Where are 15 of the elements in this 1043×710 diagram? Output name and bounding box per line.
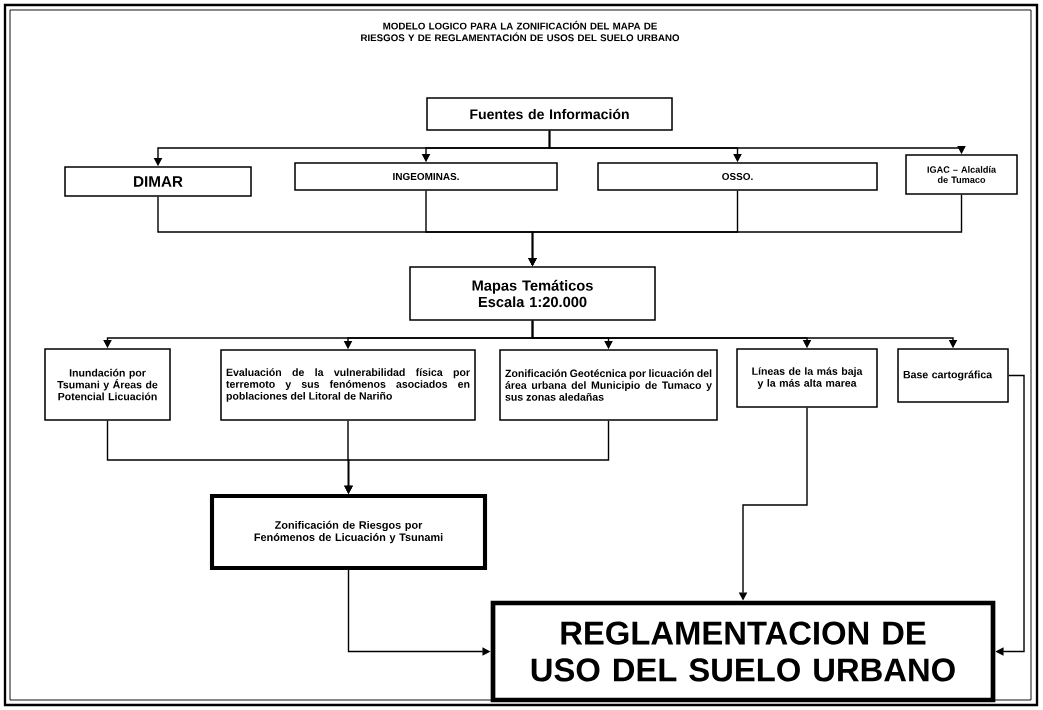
arrow: [344, 420, 610, 494]
process-box: Base cartográfica: [897, 348, 1009, 403]
process-box: Evaluación de la vulnerabilidad física por terremoto y sus fenómenos asociados en poblaciones del Litoral de Nariño: [220, 349, 476, 421]
process-box: Fuentes de Información: [426, 97, 673, 131]
process-box: Líneas de la más baja y la más alta marea: [736, 348, 878, 408]
process-box: DIMAR: [64, 166, 252, 197]
process-box: Inundación por Tsumani y Áreas de Potencial Licuación: [44, 348, 171, 421]
process-box: Zonificación Geotécnica por licuación del área urbana del Municipio de Tumaco y sus zonas aledañas: [499, 349, 718, 421]
process-box: OSSO.: [597, 162, 878, 191]
process-box: INGEOMINAS.: [294, 162, 558, 191]
diagram-title: MODELO LOGICO PARA LA ZONIFICACIÓN DEL MAPA DE RIESGOS Y DE REGLAMENTACIÓN DE USOS DEL SUELO URBANO: [361, 20, 680, 42]
process-box: IGAC – Alcaldía de Tumaco: [905, 154, 1018, 195]
process-box: Mapas Temáticos Escala 1:20.000: [409, 266, 656, 321]
result-box: Zonificación de Riesgos por Fenómenos de Licuación y Tsunami: [209, 493, 488, 571]
result-box: REGLAMENTACION DE USO DEL SUELO URBANO: [490, 600, 996, 703]
